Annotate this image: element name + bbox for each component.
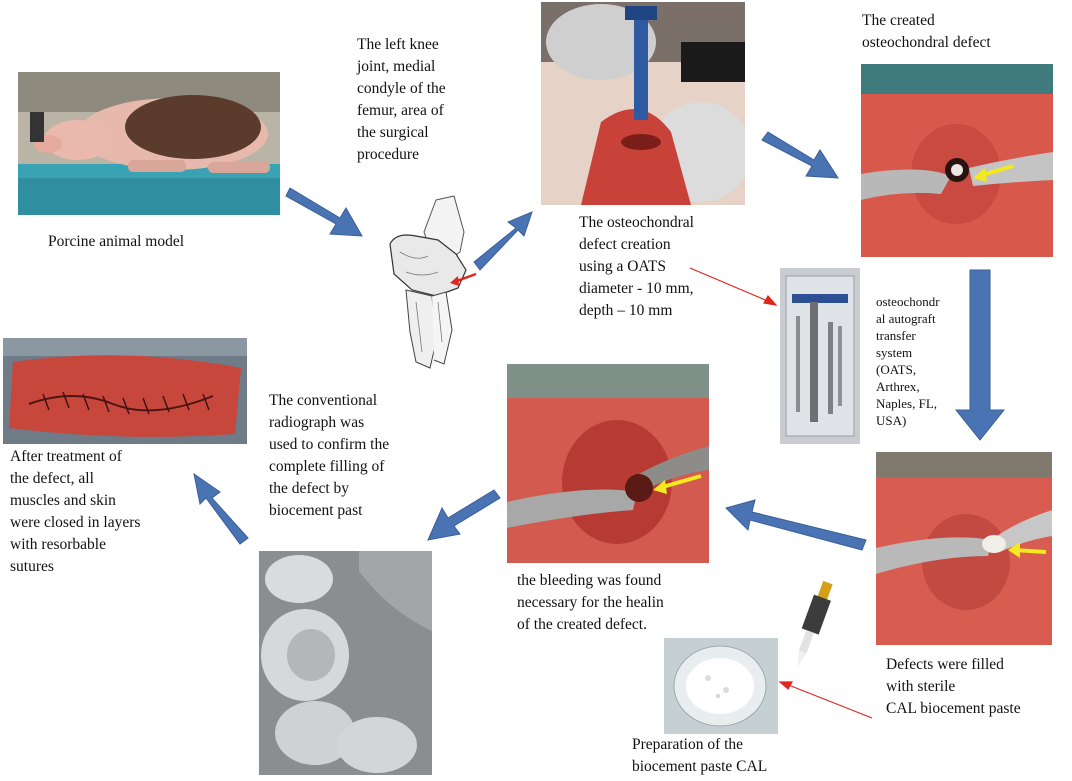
flow-arrow: [473, 211, 533, 271]
oats-tool-photo: [780, 268, 860, 444]
caption-radiograph: The conventional radiograph was used to …: [269, 392, 390, 519]
flow-arrow: [954, 269, 1006, 441]
flow-arrow: [193, 472, 249, 545]
flow-arrow: [761, 131, 839, 179]
caption-defect-creation: The osteochondral defect creation using …: [579, 214, 694, 319]
sutures-photo: [3, 338, 247, 444]
caption-porcine: Porcine animal model: [48, 233, 185, 250]
defect-photo: [861, 64, 1053, 257]
flow-arrow: [285, 187, 363, 237]
bleeding-photo: [507, 364, 709, 563]
knee-sketch: [376, 192, 482, 372]
caption-oats-system: osteochondr al autograft transfer system…: [876, 294, 940, 428]
caption-knee: The left knee joint, medial condyle of t…: [357, 36, 446, 163]
caption-preparation: Preparation of the biocement paste CAL: [632, 736, 768, 775]
caption-closure: After treatment of the defect, all muscl…: [10, 448, 141, 575]
flow-arrow: [427, 489, 501, 541]
pig-photo: [18, 72, 280, 215]
surgery-photo: [541, 2, 745, 205]
flow-arrow: [725, 499, 867, 551]
xray-image: [259, 551, 432, 775]
caption-bleeding: the bleeding was found necessary for the…: [517, 572, 672, 633]
filled-defect-photo: [876, 452, 1052, 645]
pipette-dish-photo: [664, 578, 856, 734]
caption-filled: Defects were filled with sterile CAL bio…: [886, 656, 1021, 717]
caption-created-defect: The created osteochondral defect: [862, 12, 991, 51]
